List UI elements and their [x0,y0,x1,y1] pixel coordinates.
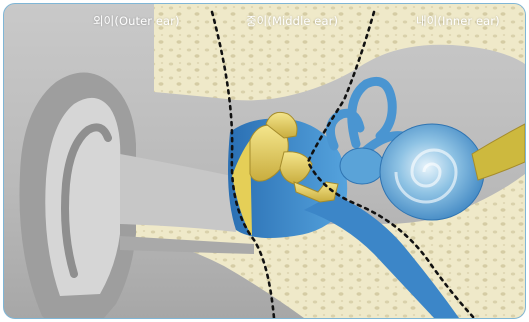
inner-ear-label: 내이(Inner ear) [416,13,500,29]
ear-anatomy-illustration [4,4,525,318]
cochlea [380,124,484,220]
ear-diagram: 외이(Outer ear) 중이(Middle ear) 내이(Inner ea… [3,3,526,319]
auditory-nerve [472,124,525,180]
outer-ear-label: 외이(Outer ear) [93,13,180,29]
middle-ear-label: 중이(Middle ear) [246,13,338,29]
vestibule [340,148,384,184]
ear-canal [120,154,236,232]
